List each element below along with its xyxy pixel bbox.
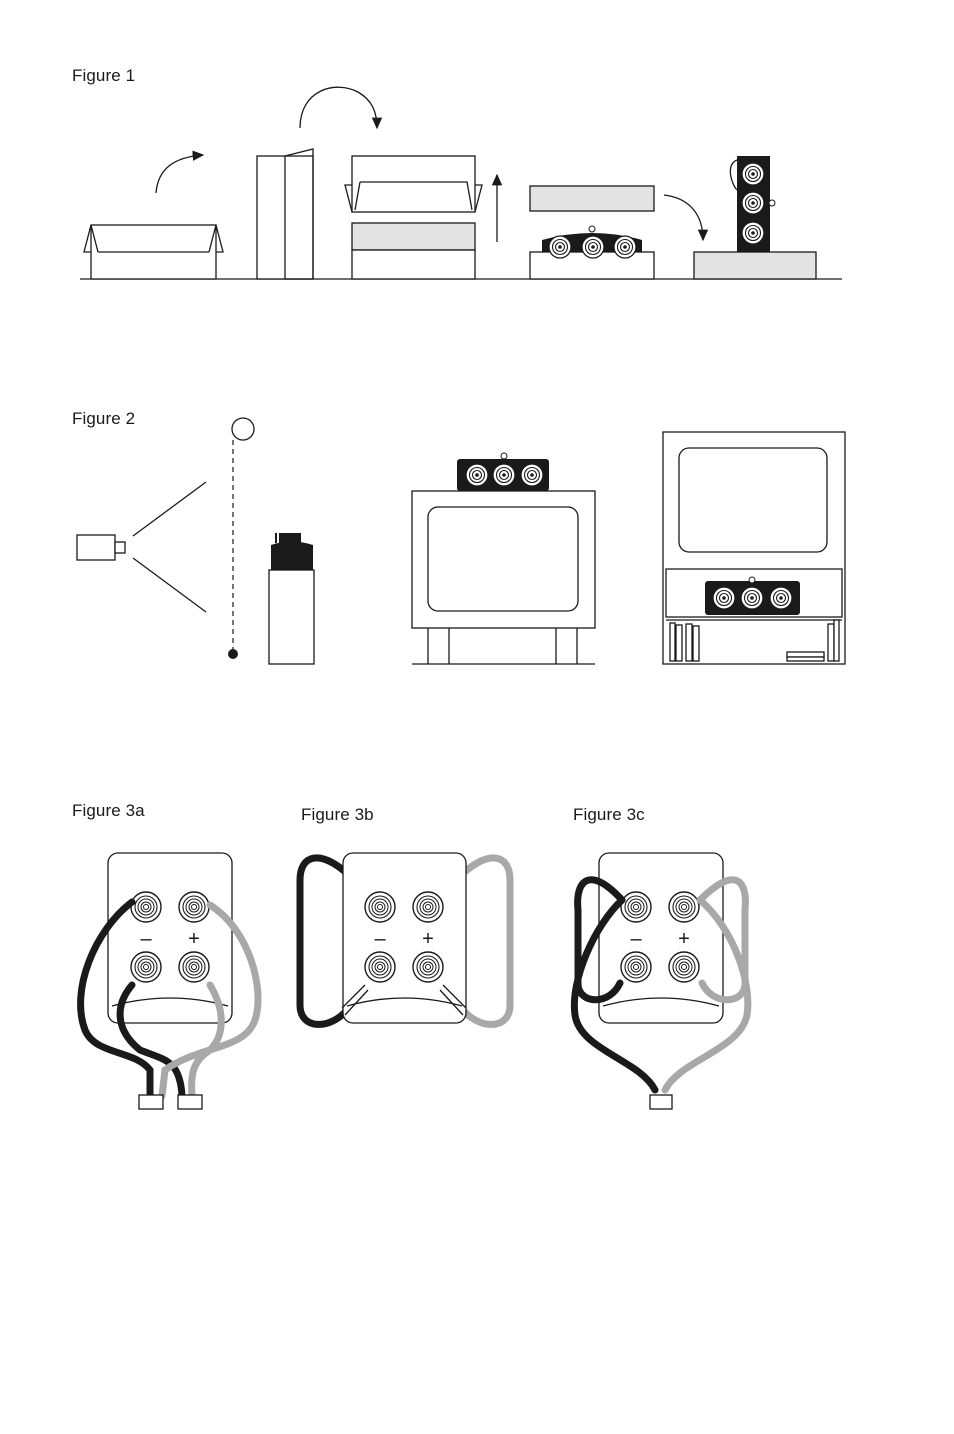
lifted-carton (345, 156, 482, 279)
spray-can-icon (269, 533, 314, 664)
plumb-line (228, 418, 254, 659)
remove-arrow (664, 195, 703, 240)
tv-with-speaker-on-top (412, 453, 595, 664)
camera-icon (77, 482, 206, 612)
plus-label: + (678, 928, 690, 950)
plus-label: + (422, 928, 434, 950)
flip-arrow (156, 155, 203, 193)
plus-label: + (188, 928, 200, 950)
figure-3a-biwire: – + (81, 853, 258, 1109)
figure-3c-single-wire: – + (574, 853, 748, 1109)
speaker-in-tray (530, 186, 654, 279)
cabinet-with-speaker-in-shelf (663, 432, 845, 664)
figure-3b-jumpers: – + (300, 853, 510, 1024)
standing-speaker (694, 156, 816, 279)
figure-1-unpacking (80, 87, 842, 279)
minus-label: – (374, 928, 386, 950)
minus-label: – (140, 928, 152, 950)
flipped-carton (257, 149, 313, 279)
open-carton (84, 225, 223, 279)
figure-2-placement (77, 418, 845, 664)
minus-label: – (630, 928, 642, 950)
rotate-arrow (300, 87, 377, 128)
